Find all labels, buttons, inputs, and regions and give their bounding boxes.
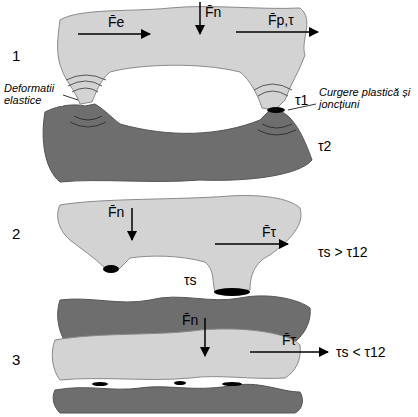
callout-note: Curgere plastică și joncțiuni xyxy=(318,86,412,110)
condition-label: τs > τ12 xyxy=(318,244,368,260)
force-arrow xyxy=(215,243,288,245)
force-arrow xyxy=(250,351,328,353)
lower-body xyxy=(43,104,312,182)
junction xyxy=(214,288,250,296)
stress-label: τ2 xyxy=(318,138,331,154)
condition-label: τs < τ12 xyxy=(336,344,386,360)
force-arrow xyxy=(236,31,318,33)
force-arrow xyxy=(78,33,150,35)
force-arrow xyxy=(204,318,206,356)
upper-body xyxy=(58,196,301,293)
force-label: F̄n xyxy=(205,4,221,20)
force-arrow xyxy=(199,2,201,34)
force-label: F̄e xyxy=(108,14,124,30)
scene-number: 1 xyxy=(12,48,20,64)
stress-label: τs xyxy=(184,272,197,288)
elastic-lines xyxy=(66,75,296,135)
force-label: F̄τ xyxy=(282,332,296,348)
junction xyxy=(103,265,119,273)
force-label: F̄p,τ xyxy=(268,12,294,28)
force-label: F̄n xyxy=(108,204,124,220)
force-label: F̄τ xyxy=(262,224,276,240)
upper-body xyxy=(58,7,307,110)
scene-number: 2 xyxy=(12,226,20,242)
stress-label: τ1 xyxy=(295,92,308,108)
force-arrow xyxy=(131,208,133,240)
lower-body xyxy=(53,384,302,413)
wear-marks xyxy=(92,381,242,386)
scene-number: 3 xyxy=(12,352,20,368)
junction xyxy=(267,107,285,113)
force-label: F̄n xyxy=(182,312,198,328)
callout-note: Deformatii elastice xyxy=(3,82,63,106)
upper-body xyxy=(52,329,300,380)
